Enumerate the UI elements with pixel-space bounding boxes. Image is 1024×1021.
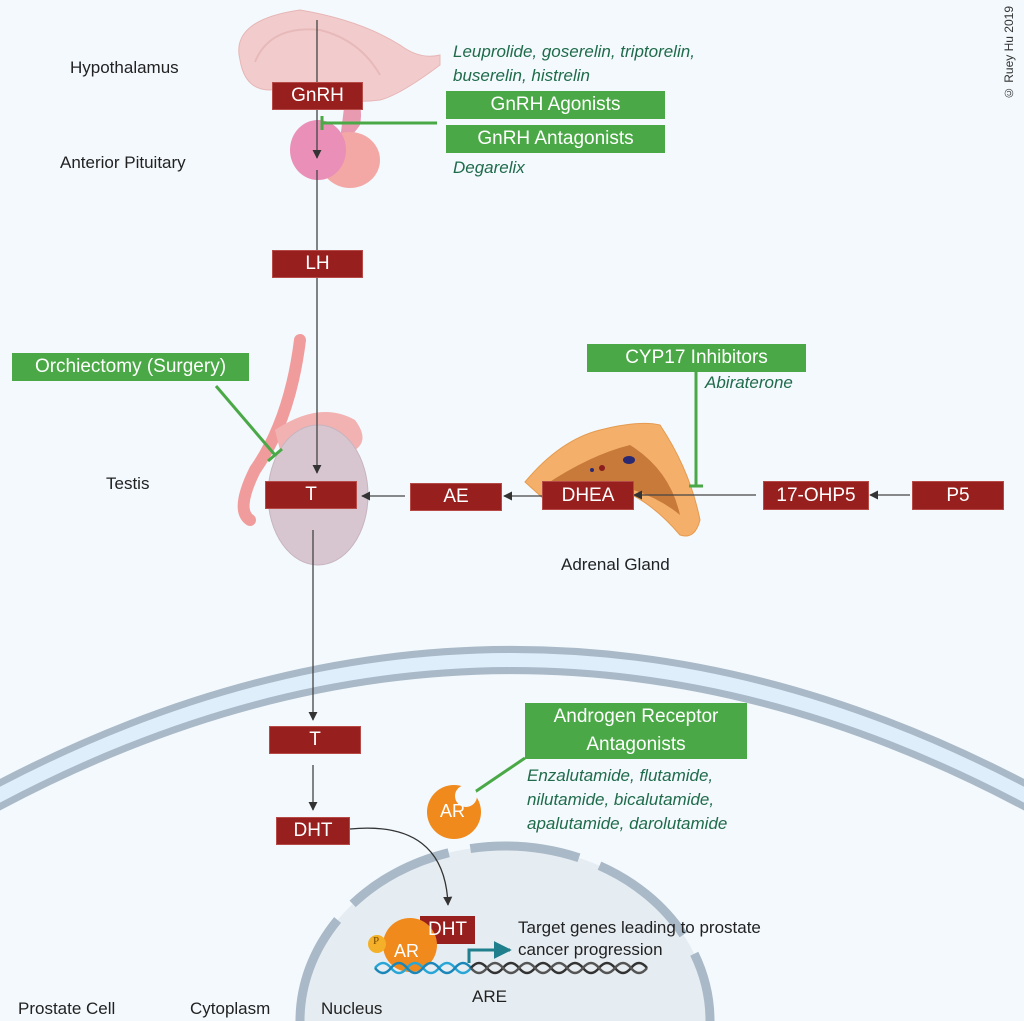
- drugs-ar-line2: nilutamide, bicalutamide,: [527, 790, 715, 809]
- label-testis: Testis: [106, 474, 150, 493]
- drug-class-gnrh-agonists: GnRH Agonists: [446, 91, 665, 119]
- ar-receptor: [427, 785, 481, 839]
- drugs-cyp17: Abiraterone: [705, 373, 793, 392]
- drug-class-gnrh-antagonists: GnRH Antagonists: [446, 125, 665, 153]
- label-ar: AR: [440, 801, 466, 821]
- ar-antagonists-line1: Androgen Receptor: [553, 706, 719, 727]
- ar-dht-complex: [368, 916, 475, 972]
- hormone-17-ohp5: 17-OHP5: [763, 481, 869, 510]
- label-hypothalamus: Hypothalamus: [70, 58, 179, 77]
- hormone-t-testis: T: [265, 481, 357, 509]
- hormone-gnrh: GnRH: [272, 82, 363, 110]
- label-prostate-cell: Prostate Cell: [18, 999, 116, 1018]
- drugs-ar-line1: Enzalutamide, flutamide,: [527, 766, 714, 785]
- drugs-gnrh-antagonists: Degarelix: [453, 158, 525, 177]
- drug-class-cyp17-inhibitors: CYP17 Inhibitors: [587, 344, 806, 372]
- target-genes-line2: cancer progression: [518, 940, 663, 959]
- drugs-ar-antagonists: Enzalutamide, flutamide, nilutamide, bic…: [527, 764, 727, 836]
- drugs-gnrh-agonists-line2: buserelin, histrelin: [453, 66, 591, 85]
- label-phospho: P: [373, 935, 380, 947]
- label-target-genes: Target genes leading to prostate cancer …: [518, 917, 761, 961]
- label-nucleus: Nucleus: [321, 999, 383, 1018]
- drug-class-orchiectomy: Orchiectomy (Surgery): [12, 353, 249, 381]
- label-ar-bound: AR: [394, 941, 420, 961]
- dna-helix: [374, 961, 648, 975]
- copyright-notice: © Ruey Hu 2019: [1002, 6, 1016, 101]
- inhibit-gnrh: [320, 116, 437, 130]
- hormone-lh: LH: [272, 250, 363, 278]
- hormone-p5: P5: [912, 481, 1004, 510]
- hormone-t-cell: T: [269, 726, 361, 754]
- hormone-dht-bound: DHT: [427, 919, 468, 940]
- drugs-gnrh-agonists: Leuprolide, goserelin, triptorelin, buse…: [453, 40, 695, 88]
- pituitary-illustration: [290, 99, 380, 188]
- inhibit-orchiectomy: [214, 385, 283, 463]
- drugs-gnrh-agonists-line1: Leuprolide, goserelin, triptorelin,: [453, 42, 695, 61]
- label-cytoplasm: Cytoplasm: [190, 999, 271, 1018]
- label-are: ARE: [472, 987, 507, 1006]
- hormone-dht: DHT: [276, 817, 350, 845]
- target-genes-line1: Target genes leading to prostate: [518, 918, 761, 937]
- hormone-ae: AE: [410, 483, 502, 511]
- cell-membrane: [0, 646, 1024, 811]
- arrow-dht-nucleus: [349, 827, 453, 906]
- ar-antagonists-line2: Antagonists: [586, 734, 686, 755]
- testis-illustration: [237, 334, 369, 566]
- nucleus: [295, 841, 715, 1021]
- label-anterior-pituitary: Anterior Pituitary: [60, 153, 186, 172]
- adrenal-illustration: [524, 422, 701, 537]
- hormone-dhea: DHEA: [542, 481, 634, 510]
- drugs-ar-line3: apalutamide, darolutamide: [527, 814, 728, 833]
- inhibit-cyp17: [689, 372, 703, 488]
- transcription-arrow: [467, 941, 512, 963]
- label-adrenal-gland: Adrenal Gland: [561, 555, 670, 574]
- drug-class-ar-antagonists: Androgen Receptor Antagonists: [525, 703, 747, 759]
